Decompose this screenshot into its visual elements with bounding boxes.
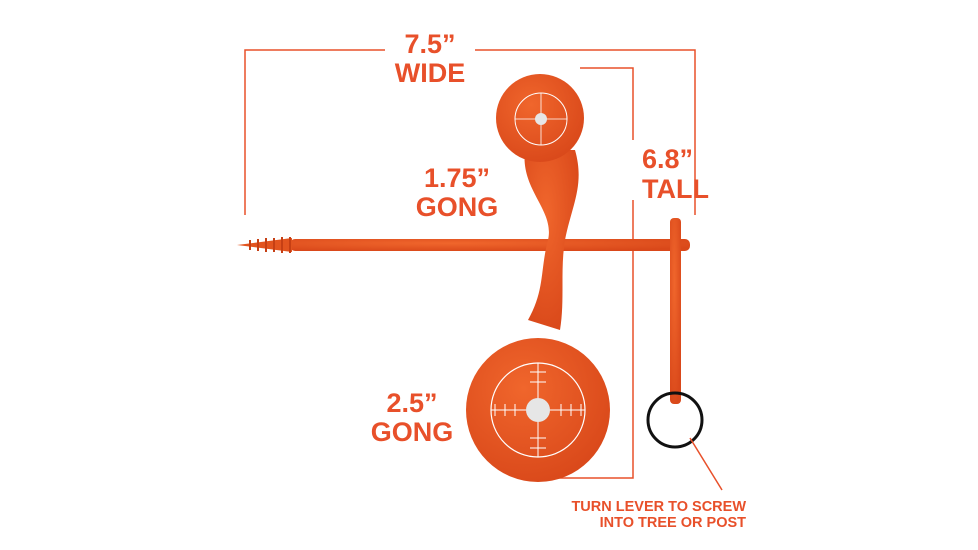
width-value-label: 7.5” (404, 29, 455, 59)
width-word-label: WIDE (395, 58, 466, 88)
large-gong-value-label: 2.5” (386, 388, 437, 418)
small-gong-word-label: GONG (416, 192, 499, 222)
large-gong-word-label: GONG (371, 417, 454, 447)
screw-rod (237, 237, 690, 253)
pull-ring (646, 391, 704, 449)
width-dimension-line (244, 49, 696, 215)
height-word-label: TALL (642, 174, 709, 204)
small-gong (496, 74, 584, 162)
lever-leader-line (689, 437, 723, 491)
height-value-label: 6.8” (642, 144, 693, 174)
small-gong-value-label: 1.75” (424, 163, 490, 193)
height-dimension-line (548, 67, 634, 479)
lever (670, 218, 681, 404)
gong-neck (524, 150, 579, 330)
lever-instruction-line2: INTO TREE OR POST (600, 515, 747, 531)
lever-instruction-line1: TURN LEVER TO SCREW (571, 499, 746, 515)
large-gong (466, 338, 610, 482)
